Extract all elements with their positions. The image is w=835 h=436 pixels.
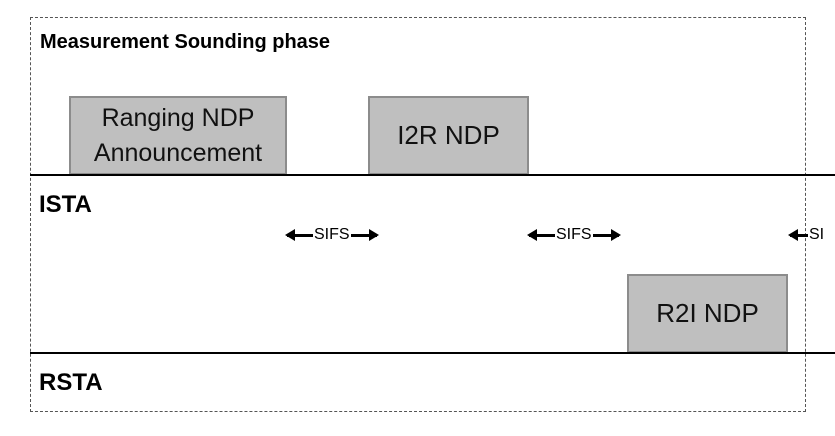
sifs-indicator-1: SIFS [285, 226, 379, 244]
measurement-sounding-phase-border [30, 17, 806, 412]
ista-label: ISTA [39, 191, 92, 218]
ista-timeline [30, 174, 835, 176]
phase-title: Measurement Sounding phase [40, 31, 331, 53]
left-arrow-icon [285, 228, 313, 241]
ranging-ndp-announcement-frame: Ranging NDP Announcement [69, 96, 287, 175]
sifs-label-3-partial: SI [809, 226, 825, 243]
right-arrow-icon [350, 228, 379, 241]
left-arrow-icon [527, 228, 555, 241]
i2r-ndp-label: I2R NDP [397, 120, 500, 151]
sifs-indicator-2: SIFS [527, 226, 621, 244]
rsta-label: RSTA [39, 369, 103, 396]
r2i-ndp-label: R2I NDP [656, 298, 759, 329]
right-arrow-icon [592, 228, 621, 241]
ranging-ndp-announcement-line1: Ranging NDP [101, 103, 255, 132]
rsta-timeline [30, 352, 835, 354]
sifs-label-1: SIFS [314, 226, 350, 243]
left-arrow-icon [788, 228, 808, 241]
sifs-indicator-3-partial: SI [788, 226, 825, 244]
ranging-ndp-announcement-line2: Announcement [93, 138, 263, 167]
sifs-label-2: SIFS [556, 226, 592, 243]
i2r-ndp-frame: I2R NDP [368, 96, 529, 175]
r2i-ndp-frame: R2I NDP [627, 274, 788, 353]
